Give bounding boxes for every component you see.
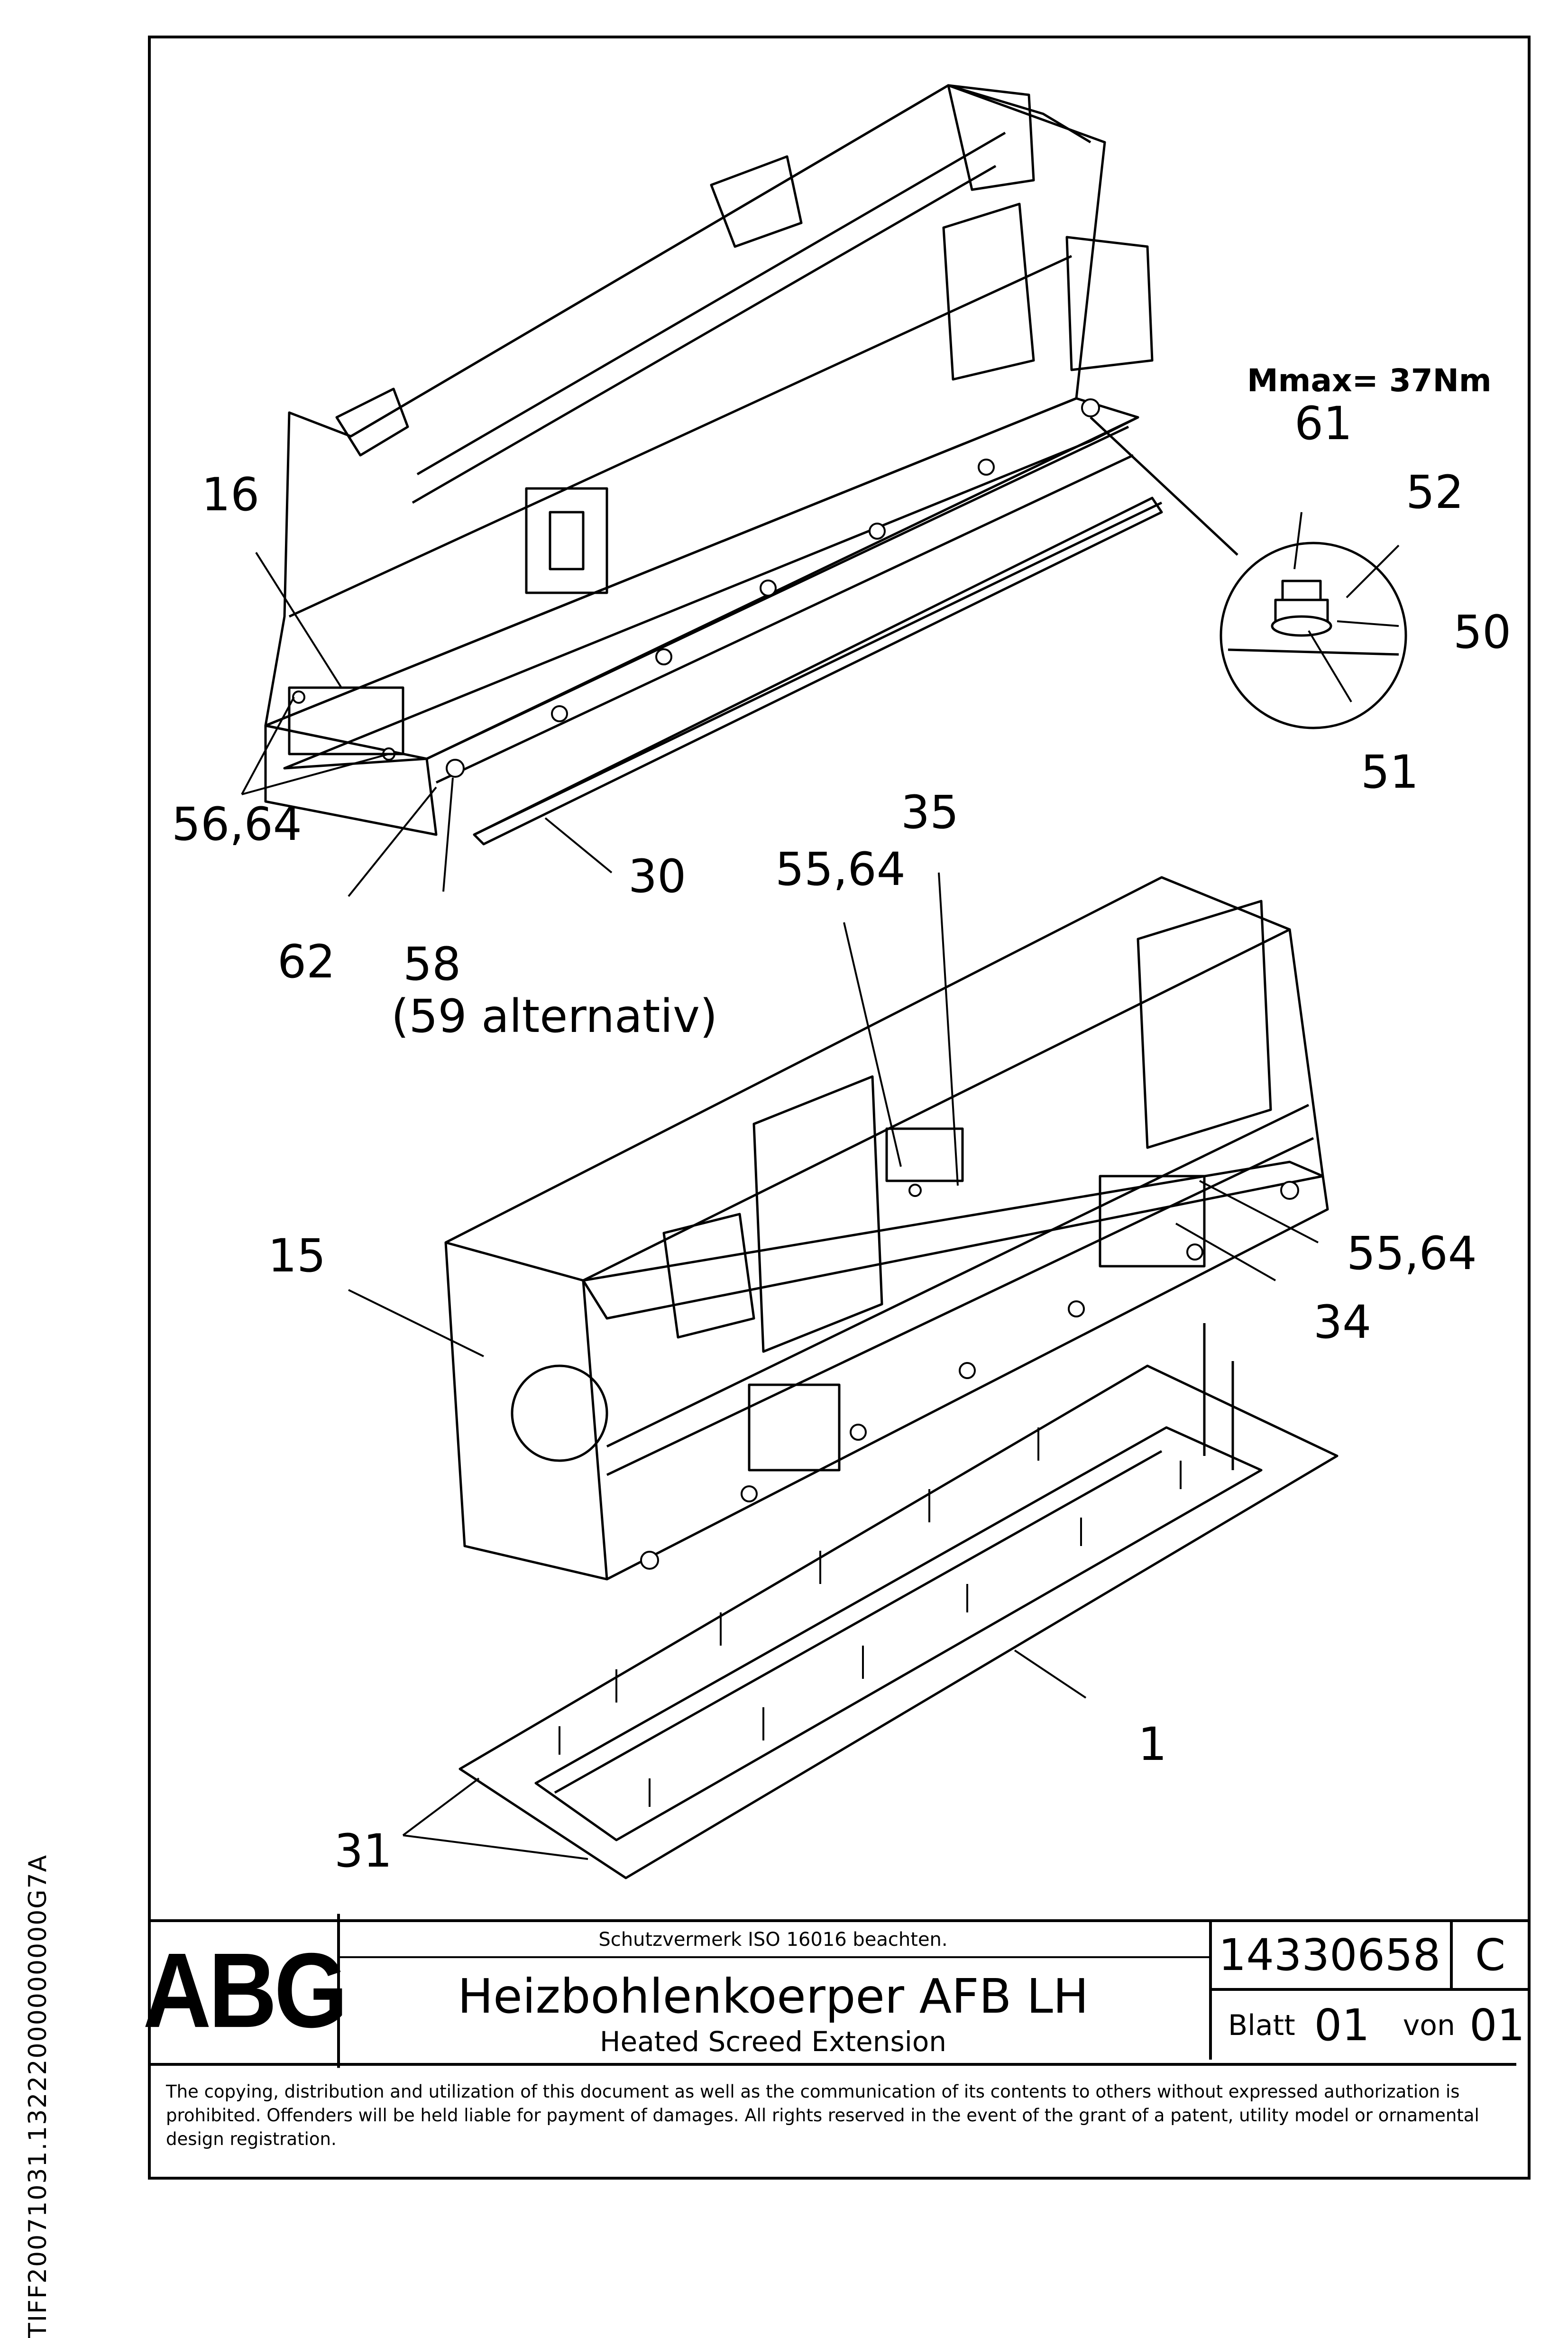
drawing-frame [148, 36, 1531, 2180]
drawing-title: Heizbohlenkoerper AFB LH [457, 1969, 1089, 2024]
upper-frame-assembly [264, 84, 1163, 846]
callout-35: 35 [901, 786, 959, 839]
leader-lines [241, 512, 1400, 1860]
divider [337, 1956, 1209, 1958]
side-document-code: TIFF20071031.13222000000000G7A [24, 1854, 52, 2338]
callout-31: 31 [334, 1824, 393, 1878]
callout-61: 61 [1294, 397, 1353, 450]
drawing-number: 14330658 [1209, 1922, 1453, 1991]
torque-note: Mmax= 37Nm [1247, 362, 1492, 399]
callout-51: 51 [1361, 746, 1419, 799]
company-logo: ABG [143, 1914, 348, 2068]
callout-56-64: 56,64 [172, 798, 302, 851]
lower-frame-assembly [444, 876, 1329, 1581]
copyright-notice: The copying, distribution and utilizatio… [151, 2063, 1516, 2177]
of-label: von [1403, 2008, 1455, 2042]
callout-55-64-top: 55,64 [775, 843, 906, 896]
alt-note: (59 alternativ) [391, 990, 718, 1043]
protection-note: Schutzvermerk ISO 16016 beachten. [598, 1929, 948, 1951]
callout-50: 50 [1453, 606, 1512, 659]
callout-34: 34 [1313, 1296, 1372, 1349]
drawing-info: 14330658 C Blatt 01 von 01 [1209, 1922, 1528, 2060]
callout-55-64-right: 55,64 [1347, 1227, 1477, 1280]
sheet-label: Blatt [1228, 2008, 1295, 2042]
sheet-total: 01 [1469, 2000, 1525, 2051]
callout-15: 15 [268, 1229, 326, 1282]
sheet-info: Blatt 01 von 01 [1209, 1991, 1528, 2060]
callout-16: 16 [202, 468, 260, 521]
revision: C [1453, 1922, 1528, 1991]
callout-1: 1 [1138, 1718, 1167, 1771]
sheet-number: 01 [1314, 2000, 1370, 2051]
assembly-drawing [241, 84, 1407, 1879]
callout-52: 52 [1406, 466, 1464, 519]
callout-58: 58 [403, 938, 461, 991]
title-block: ABG Schutzvermerk ISO 16016 beachten. He… [143, 1914, 1528, 2068]
title-area: Schutzvermerk ISO 16016 beachten. Heizbo… [337, 1922, 1212, 2060]
drawing-subtitle: Heated Screed Extension [599, 2025, 947, 2058]
callout-62: 62 [277, 935, 336, 988]
detail-circle [1090, 416, 1407, 729]
heating-plate [458, 1323, 1339, 1879]
callout-30: 30 [628, 850, 687, 903]
